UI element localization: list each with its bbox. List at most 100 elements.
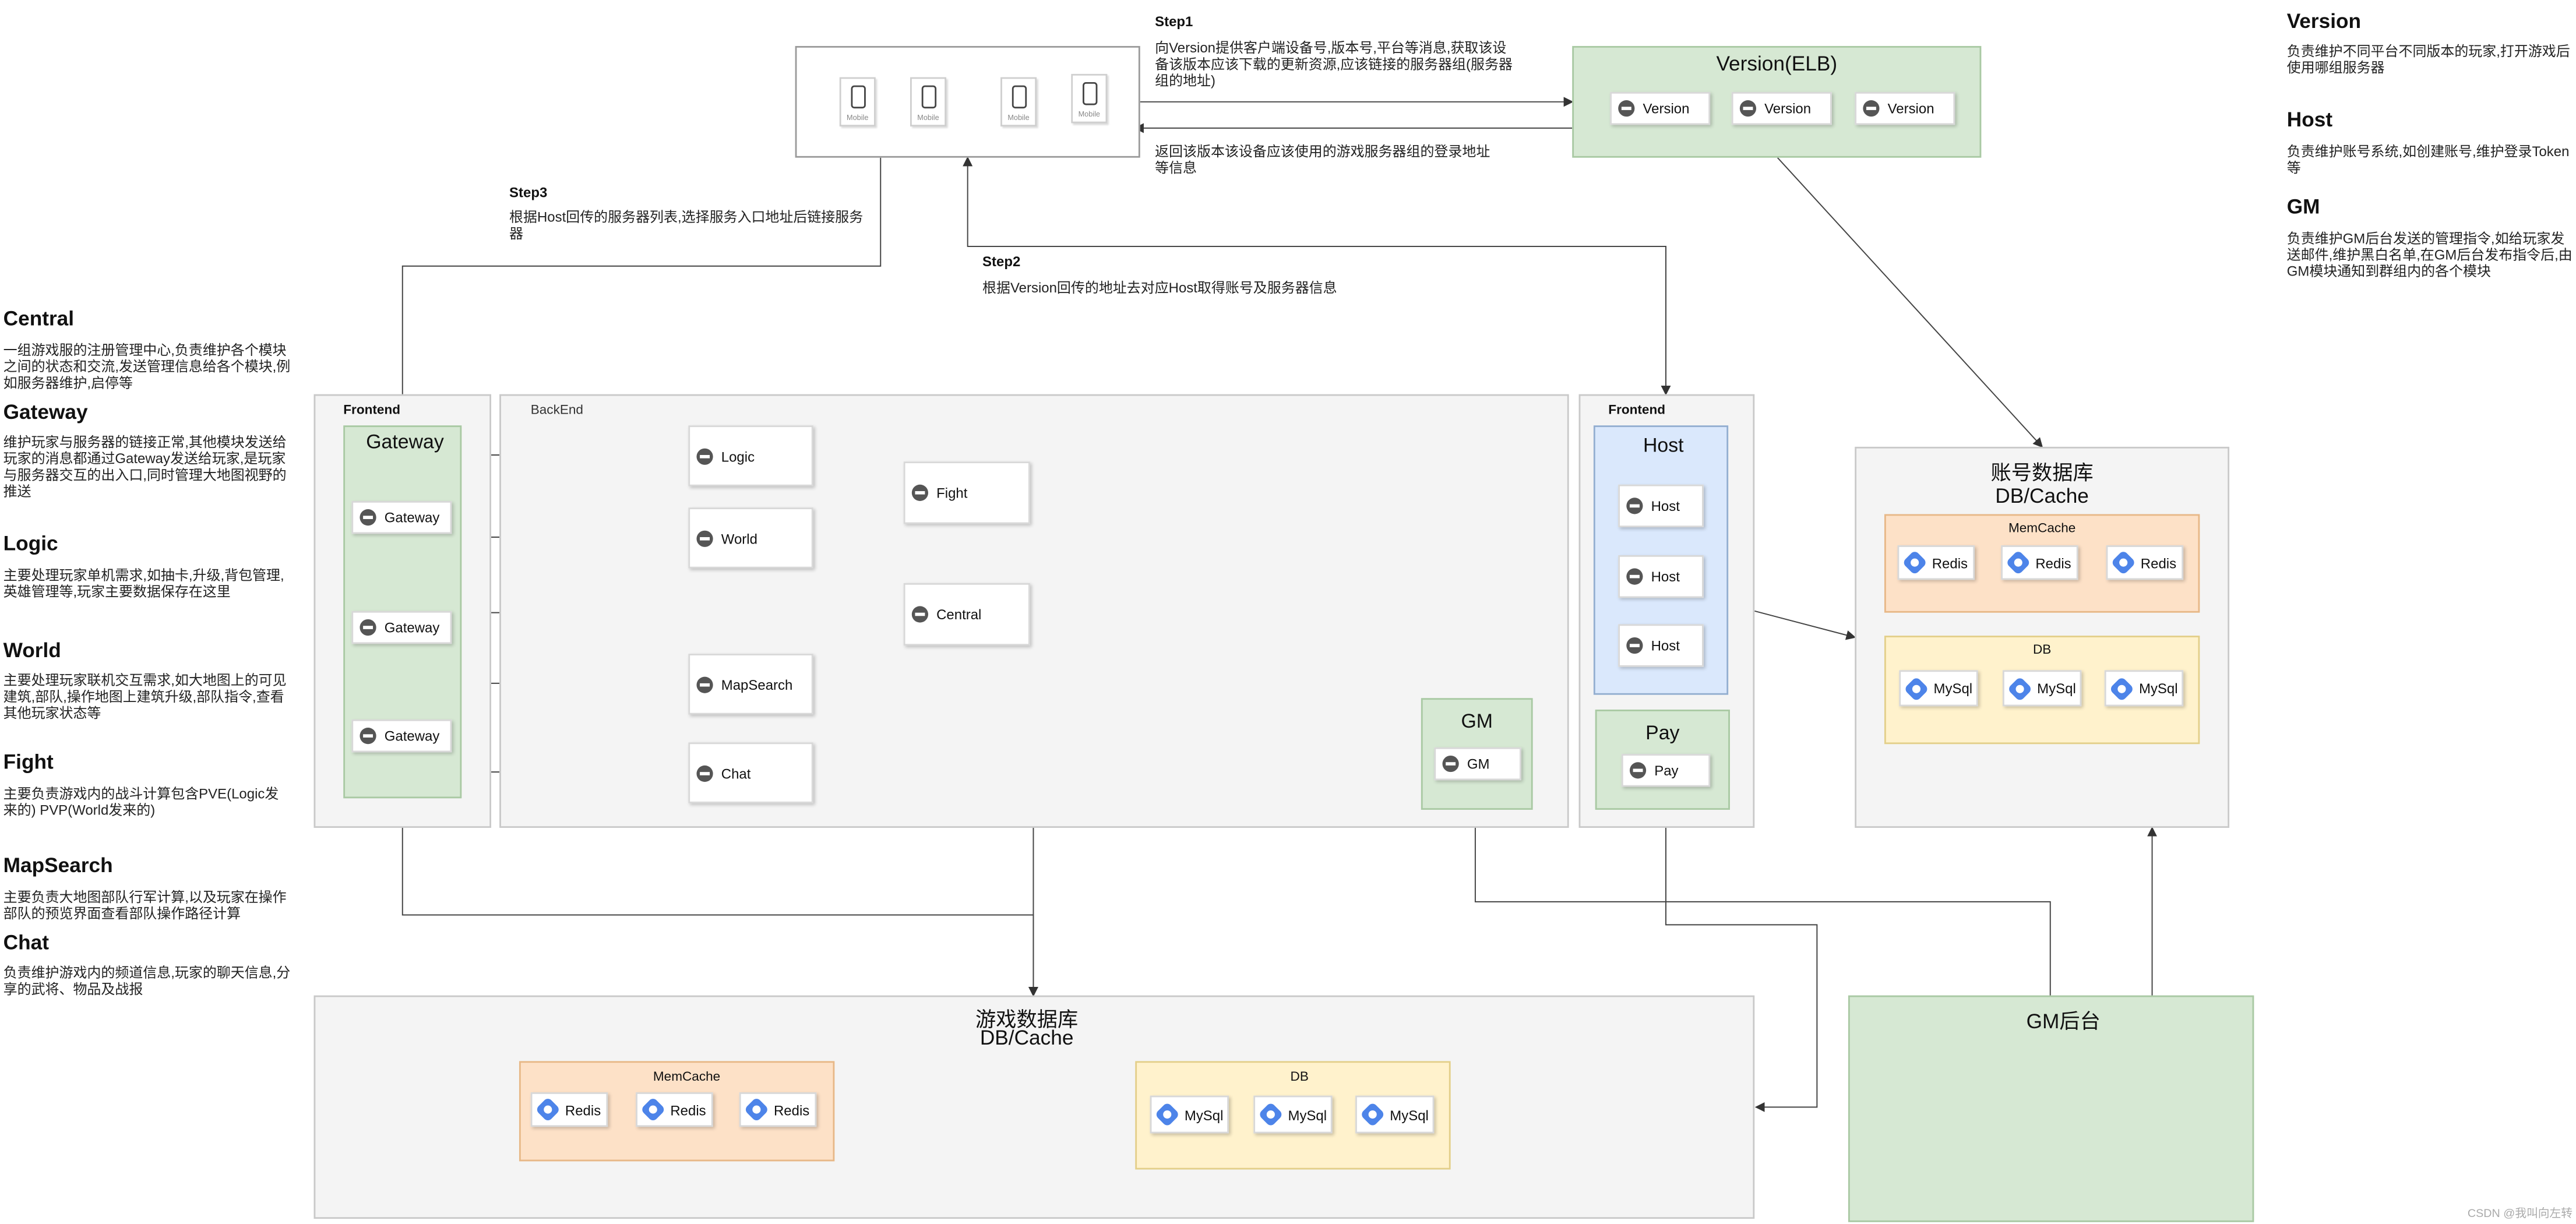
redis-label: Redis [773,1101,810,1118]
pay-node-label: Pay [1654,762,1679,779]
legend-gateway-title: Gateway [3,400,88,424]
legend-central-desc: 一组游戏服的注册管理中心,负责维护各个模块之间的状态和交流,发送管理信息给各个模… [3,341,291,391]
mysql-label: MySql [1390,1106,1429,1123]
service-icon [1626,637,1643,654]
mobile-icon [1083,82,1098,105]
version-elb-title: Version(ELB) [1716,52,1838,76]
service-icon [696,764,713,781]
mysql-icon [2007,675,2033,701]
gateway-node: Gateway [351,500,452,534]
fight-label: Fight [936,484,968,501]
service-icon [1863,100,1880,117]
mobile-label: Mobile [917,113,939,122]
mobile-device: Mobile [910,77,947,127]
legend-mapsearch-title: MapSearch [3,854,113,877]
version-node: Version [1855,91,1955,125]
mobile-device: Mobile [839,77,876,127]
redis-node: Redis [739,1092,817,1127]
mysql-icon [1359,1102,1386,1127]
redis-node: Redis [2106,545,2184,580]
redis-icon [743,1096,770,1123]
mysql-label: MySql [2037,680,2076,697]
version-node-label: Version [1764,100,1812,117]
gateway-node-label: Gateway [384,619,440,636]
legend-chat-desc: 负责维护游戏内的频道信息,玩家的聊天信息,分享的武将、物品及战报 [3,964,291,997]
mysql-label: MySql [1288,1106,1327,1123]
logic-node: Logic [688,425,813,486]
host-node-label: Host [1651,498,1680,514]
central-node: Central [903,583,1030,646]
service-icon [360,619,376,636]
step3-text: 根据Host回传的服务器列表,选择服务入口地址后链接服务器 [509,209,864,242]
pay-title: Pay [1645,721,1680,745]
mysql-label: MySql [1933,680,1973,697]
host-node: Host [1618,555,1704,598]
legend-host-title: Host [2286,108,2333,132]
game-db-inner-label: DB [1290,1069,1309,1084]
return-text: 返回该版本该设备应该使用的游戏服务器组的登录地址等信息 [1155,143,1490,176]
mysql-icon [1257,1102,1284,1127]
gateway-node-label: Gateway [384,509,440,526]
arrow-step2-to-host [967,245,1671,396]
mysql-node: MySql [2104,670,2184,707]
service-icon [360,509,376,526]
legend-central-title: Central [3,307,75,330]
redis-icon [640,1096,666,1123]
version-node-label: Version [1887,100,1934,117]
service-icon [696,530,713,546]
game-memcache-label: MemCache [653,1069,721,1084]
legend-chat-title: Chat [3,931,49,955]
arrow-pay-gamedb [1665,828,1818,1112]
service-icon [696,676,713,693]
redis-icon [2110,549,2137,576]
redis-icon [1902,549,1928,576]
mapsearch-label: MapSearch [721,676,793,693]
legend-gm-desc: 负责维护GM后台发送的管理指令,如给玩家发送邮件,维护黑白名单,在GM后台发布指… [2286,230,2573,280]
backend-group [499,394,1569,828]
service-icon [696,447,713,464]
redis-node: Redis [2001,545,2078,580]
version-node-label: Version [1643,100,1690,117]
gateway-title: Gateway [366,430,444,454]
host-node: Host [1618,624,1704,667]
mysql-node: MySql [1150,1095,1229,1134]
redis-icon [2005,549,2031,576]
mysql-label: MySql [2138,680,2178,697]
legend-version-title: Version [2286,9,2362,33]
redis-icon [535,1096,561,1123]
redis-label: Redis [1932,554,1968,571]
service-icon [1626,498,1643,514]
legend-logic-desc: 主要处理玩家单机需求,如抽卡,升级,背包管理,英雄管理等,玩家主要数据保存在这里 [3,566,284,600]
central-label: Central [936,606,982,623]
version-node: Version [1610,91,1711,125]
service-icon [1618,100,1635,117]
legend-world-title: World [3,639,61,662]
service-icon [1739,100,1757,117]
account-db-subtitle: DB/Cache [1995,484,2089,508]
mobile-icon [921,85,937,109]
legend-fight-title: Fight [3,750,54,774]
gateway-node-label: Gateway [384,728,440,745]
service-icon [911,484,929,501]
step3-label: Step3 [509,184,548,200]
arrow-frontend-gamedb [401,828,1038,997]
world-node: World [688,507,813,569]
legend-gm-title: GM [2286,195,2320,218]
mysql-node: MySql [1253,1095,1333,1134]
arrow-step3 [397,157,882,427]
redis-label: Redis [2140,554,2177,571]
account-db-title: 账号数据库 [1990,461,2094,485]
service-icon [1626,568,1643,585]
legend-logic-title: Logic [3,532,58,555]
arrow-gmbackend-gm [1470,808,2051,996]
pay-node: Pay [1621,754,1711,787]
host-node: Host [1618,484,1704,528]
backend-label: BackEnd [530,402,584,418]
legend-version-desc: 负责维护不同平台不同版本的玩家,打开游戏后使用哪组服务器 [2286,43,2570,76]
frontend-left-label: Frontend [343,402,401,418]
mysql-node: MySql [1899,670,1978,707]
arrow-step2-to-client [963,156,1666,394]
host-node-label: Host [1651,568,1680,585]
gateway-node: Gateway [351,611,452,644]
